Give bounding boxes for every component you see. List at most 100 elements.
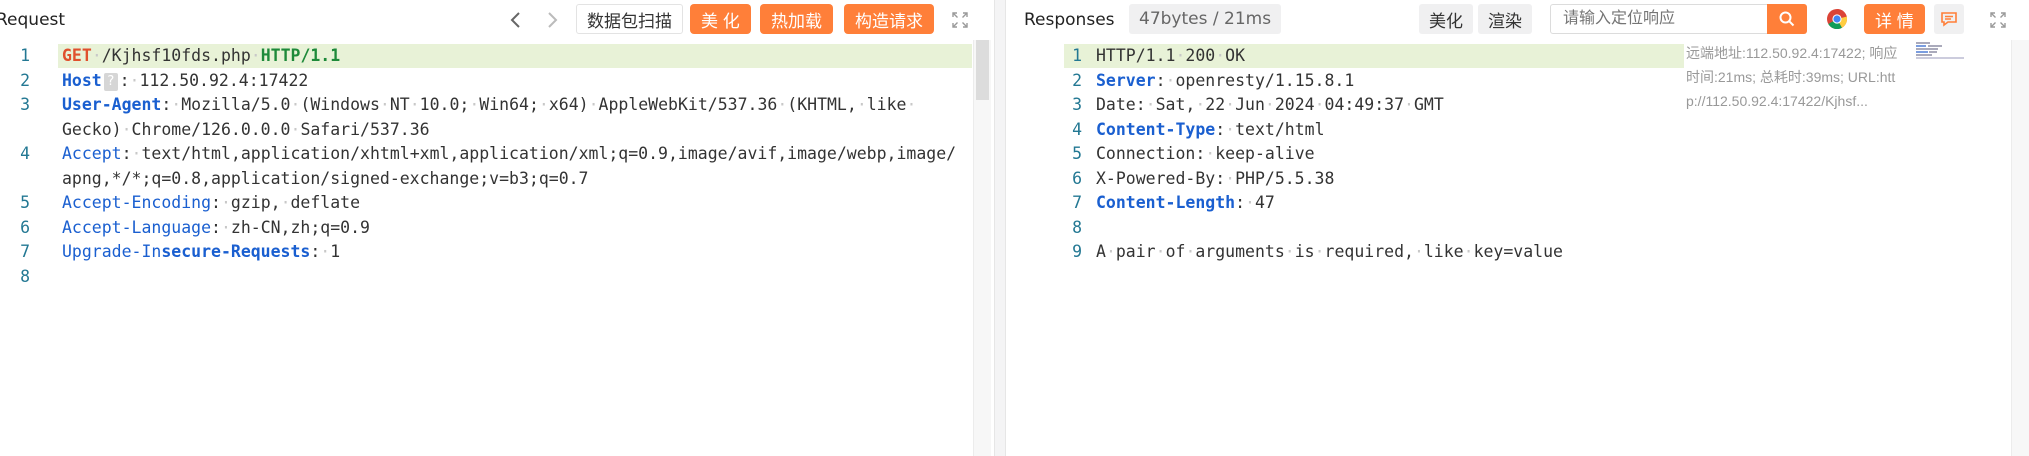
request-panel: Request 数据包扫描 美 化 热加载 构造请求 1 GET·/Kjhsf10… bbox=[0, 0, 994, 456]
response-info-line-1: 远端地址:112.50.92.4:17422; 响应 bbox=[1686, 45, 1898, 61]
expand-icon[interactable] bbox=[946, 5, 974, 35]
hint-badge: ? bbox=[103, 72, 118, 91]
code-line[interactable]: 5 Connection:·keep-alive bbox=[1006, 142, 2029, 166]
line-content: A·pair·of·arguments·is·required,·like·ke… bbox=[1096, 240, 1563, 264]
code-token: Gecko)·Chrome/126.0.0.0·Safari/537.36 bbox=[62, 119, 430, 139]
current-line-highlight bbox=[1064, 44, 1684, 68]
line-number: 2 bbox=[20, 70, 30, 90]
request-editor[interactable]: 1 GET·/Kjhsf10fds.php·HTTP/1.1 2 Host?:·112… bbox=[0, 40, 994, 456]
line-content: Content-Type:·text/html bbox=[1096, 118, 1325, 142]
code-line[interactable]: 1 GET·/Kjhsf10fds.php·HTTP/1.1 bbox=[0, 44, 994, 68]
response-search-input[interactable] bbox=[1551, 5, 1767, 33]
line-number: 2 bbox=[1072, 70, 1082, 90]
code-token: ·/Kjhsf10fds.php· bbox=[91, 46, 261, 65]
whitespace-dot: · bbox=[1105, 242, 1116, 261]
expand-icon[interactable] bbox=[1984, 5, 2012, 35]
response-scrollbar[interactable] bbox=[2011, 40, 2029, 456]
code-token: :·openresty/1.15.8.1 bbox=[1155, 70, 1355, 90]
whitespace-dot: · bbox=[1205, 144, 1216, 163]
response-info-line-3: p://112.50.92.4:17422/Kjhsf... bbox=[1686, 93, 1868, 109]
comment-icon[interactable] bbox=[1934, 4, 1964, 34]
whitespace-dot: · bbox=[777, 95, 788, 114]
request-toolbar: Request 数据包扫描 美 化 热加载 构造请求 bbox=[0, 0, 994, 40]
construct-request-button[interactable]: 构造请求 bbox=[844, 4, 934, 34]
whitespace-dot: · bbox=[129, 70, 140, 90]
chevron-left-icon[interactable] bbox=[502, 5, 530, 35]
line-number: 8 bbox=[20, 266, 30, 286]
panel-divider[interactable] bbox=[994, 0, 1006, 456]
whitespace-dot: · bbox=[1463, 242, 1474, 261]
packet-scan-button[interactable]: 数据包扫描 bbox=[576, 4, 683, 34]
beautify-button[interactable]: 美 化 bbox=[690, 4, 751, 34]
code-token: Connection:·keep-alive bbox=[1096, 144, 1315, 163]
request-scrollbar[interactable] bbox=[973, 40, 991, 456]
chrome-icon[interactable] bbox=[1826, 8, 1848, 30]
code-token: User-Agent bbox=[62, 95, 162, 114]
whitespace-dot: · bbox=[379, 95, 390, 114]
code-line[interactable]: 2 Server:·openresty/1.15.8.1 bbox=[1006, 69, 2029, 93]
render-button[interactable]: 渲染 bbox=[1478, 4, 1532, 34]
current-line-highlight bbox=[58, 44, 972, 68]
request-scrollbar-thumb[interactable] bbox=[976, 40, 989, 100]
code-line[interactable]: 8 bbox=[0, 265, 994, 289]
line-number: 6 bbox=[20, 217, 30, 237]
code-line[interactable]: 8 bbox=[1006, 216, 2029, 240]
response-minimap[interactable] bbox=[1916, 42, 1976, 62]
response-search-box bbox=[1550, 4, 1807, 34]
whitespace-dot: · bbox=[469, 95, 480, 114]
code-line[interactable]: apng,*/*;q=0.8,application/signed-exchan… bbox=[0, 167, 994, 191]
whitespace-dot: · bbox=[1284, 242, 1295, 261]
response-beautify-button[interactable]: 美化 bbox=[1419, 4, 1473, 34]
line-number: 7 bbox=[20, 242, 30, 261]
whitespace-dot: · bbox=[588, 95, 599, 114]
line-number: 5 bbox=[1072, 144, 1082, 163]
whitespace-dot: · bbox=[1413, 242, 1424, 261]
whitespace-dot: · bbox=[290, 119, 301, 139]
line-content: Content-Length:·47 bbox=[1096, 191, 1275, 215]
line-number: 4 bbox=[20, 144, 30, 163]
line-number: 1 bbox=[20, 46, 30, 65]
whitespace-dot: · bbox=[1175, 46, 1186, 65]
whitespace-dot: · bbox=[1215, 46, 1226, 65]
line-number: 3 bbox=[1072, 95, 1082, 114]
line-number: 6 bbox=[1072, 168, 1082, 188]
detail-button[interactable]: 详 情 bbox=[1864, 4, 1925, 34]
code-token: Accept-Language bbox=[62, 217, 212, 237]
hotload-button[interactable]: 热加载 bbox=[760, 4, 833, 34]
code-token: :·47 bbox=[1235, 193, 1275, 212]
whitespace-dot: · bbox=[320, 242, 331, 261]
whitespace-dot: · bbox=[1185, 242, 1196, 261]
search-icon[interactable] bbox=[1767, 4, 1807, 34]
response-title: Responses bbox=[1024, 10, 1115, 30]
line-content: Server:·openresty/1.15.8.1 bbox=[1096, 69, 1354, 93]
code-token: Accept bbox=[62, 144, 122, 163]
code-token: :·text/html bbox=[1215, 119, 1325, 139]
chevron-right-icon[interactable] bbox=[538, 5, 566, 35]
code-token: :·1 bbox=[310, 242, 341, 261]
whitespace-dot: · bbox=[538, 95, 549, 114]
code-token: Accept-Encoding bbox=[62, 193, 212, 212]
code-line[interactable]: 2 Host?:·112.50.92.4:17422 bbox=[0, 69, 994, 93]
whitespace-dot: · bbox=[409, 95, 420, 114]
whitespace-dot: · bbox=[171, 95, 182, 114]
whitespace-dot: · bbox=[1195, 95, 1206, 114]
code-token: Content-Type bbox=[1096, 119, 1216, 139]
line-content: GET·/Kjhsf10fds.php·HTTP/1.1 bbox=[62, 44, 340, 68]
code-line[interactable]: Gecko)·Chrome/126.0.0.0·Safari/537.36 bbox=[0, 118, 994, 142]
line-number: 3 bbox=[20, 95, 30, 114]
whitespace-dot: · bbox=[1314, 95, 1325, 114]
line-content: Host?:·112.50.92.4:17422 bbox=[62, 69, 308, 93]
response-toolbar: Responses 47bytes / 21ms 美化 渲染 详 情 bbox=[1006, 0, 2029, 40]
